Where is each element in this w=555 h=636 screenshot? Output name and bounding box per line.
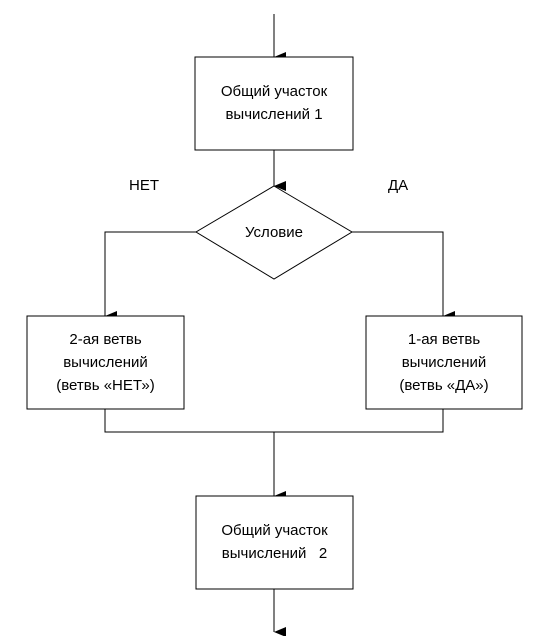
common-block-2-line-2: вычислений 2 <box>221 545 328 562</box>
condition-diamond <box>195 185 353 280</box>
branch-no-line-3: (ветвь «НЕТ») <box>56 377 155 394</box>
yes-label: ДА <box>388 177 409 194</box>
branch-yes-line-2: вычислений <box>401 354 487 371</box>
common-block-1-line-2: вычислений 1 <box>225 106 323 123</box>
branch-no-box <box>26 315 185 410</box>
branch-no-line-1: 2-ая ветвь <box>69 331 142 348</box>
no-label: НЕТ <box>129 177 159 194</box>
branch-no-line-2: вычислений <box>63 354 148 371</box>
no-branch-line <box>104 231 196 321</box>
branch-yes-text: 1-ая ветвь вычислений (ветвь «ДА») <box>366 328 522 397</box>
common-block-2-text: Общий участок вычислений 2 <box>196 519 353 565</box>
yes-branch-line <box>352 231 455 321</box>
branch-yes-box <box>365 315 523 410</box>
common-block-2-line-1: Общий участок <box>221 522 328 539</box>
condition-label: Условие <box>245 224 303 241</box>
condition-text: Условие <box>196 221 352 244</box>
common-block-1-text: Общий участок вычислений 1 <box>195 80 353 126</box>
common-block-1-line-1: Общий участок <box>220 83 328 100</box>
common-block-2-box <box>195 495 354 590</box>
merge-line <box>104 409 444 433</box>
branch-yes-line-1: 1-ая ветвь <box>407 331 481 348</box>
branch-yes-line-3: (ветвь «ДА») <box>399 377 489 394</box>
branch-no-text: 2-ая ветвь вычислений (ветвь «НЕТ») <box>27 328 184 397</box>
